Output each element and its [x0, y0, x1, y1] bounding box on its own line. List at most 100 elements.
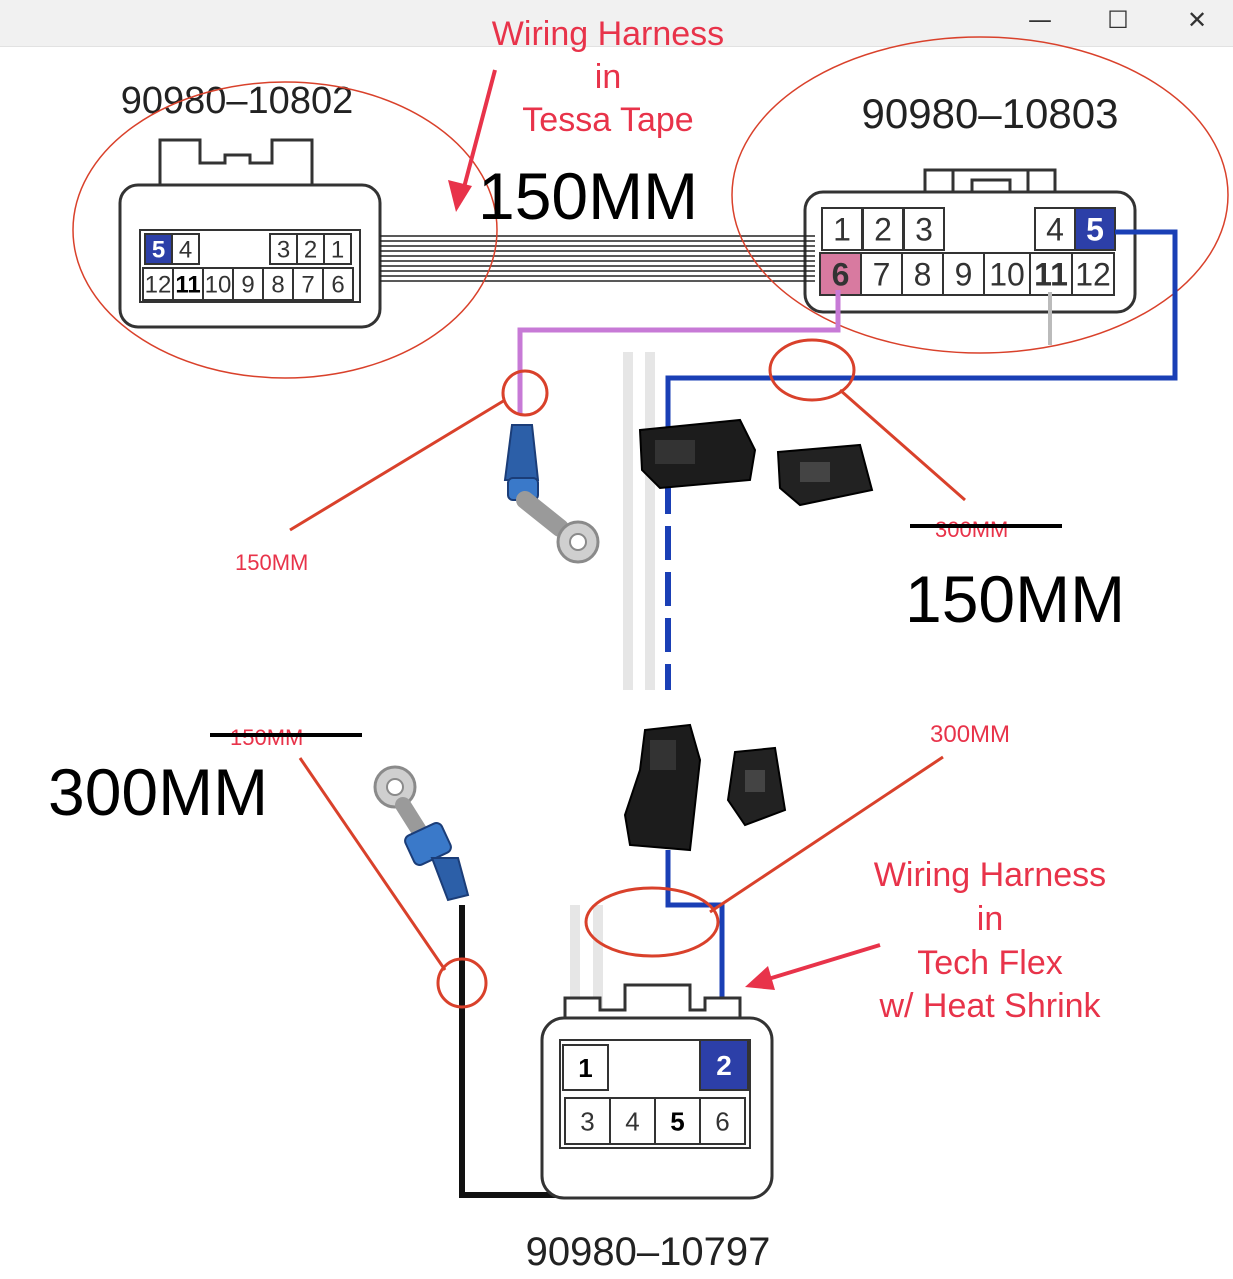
- pin-number: 8: [271, 272, 284, 299]
- pin-number: 1: [331, 237, 344, 264]
- close-icon[interactable]: ✕: [1186, 6, 1208, 34]
- pin-number: 5: [152, 237, 165, 264]
- connector-pin: 5: [144, 233, 173, 265]
- leader-lines: [289, 338, 966, 1009]
- connector-part-number: 90980–10802: [121, 80, 353, 122]
- note-line: in: [595, 58, 621, 96]
- maximize-icon[interactable]: ☐: [1107, 6, 1129, 34]
- connector-pin: 10: [202, 267, 234, 301]
- connector-pin: 2: [862, 207, 904, 251]
- connector-pin: 6: [699, 1097, 746, 1145]
- pin-number: 10: [989, 257, 1025, 293]
- note-line: w/ Heat Shrink: [878, 987, 1101, 1025]
- minimize-icon[interactable]: —: [1028, 6, 1052, 34]
- connector-pin: 1: [821, 207, 863, 251]
- connector-pin: 4: [609, 1097, 656, 1145]
- connector-pin: 7: [292, 267, 324, 301]
- plug-connector-pair-bottom: [623, 723, 787, 852]
- connector-pin: 1: [323, 233, 352, 265]
- pin-number: 1: [833, 212, 851, 248]
- pin-number: 4: [179, 237, 192, 264]
- pin-number: 12: [1075, 257, 1111, 293]
- connector-pin: 1: [562, 1044, 609, 1091]
- connector-pin: 6: [819, 252, 862, 296]
- connector-pin: 4: [1034, 207, 1076, 251]
- connector-pin: 10: [983, 252, 1031, 296]
- pin-number: 2: [304, 237, 317, 264]
- pin-number: 8: [914, 257, 932, 293]
- ring-terminal-top: [503, 424, 600, 564]
- connector-pin: 5: [1074, 207, 1116, 251]
- connector-pin: 8: [901, 252, 944, 296]
- pin-number: 7: [873, 257, 891, 293]
- pin-number: 10: [205, 272, 232, 299]
- pin-number: 5: [1086, 212, 1104, 248]
- window-titlebar: — ☐ ✕: [0, 0, 1233, 47]
- pin-number: 6: [331, 272, 344, 299]
- connector-pin: 3: [564, 1097, 611, 1145]
- struck-length-label: 150MM: [230, 725, 303, 750]
- top-length-label: 150MM: [478, 159, 698, 233]
- top-left-highlight-ellipse: [72, 81, 498, 379]
- pin-number: 9: [955, 257, 973, 293]
- connector-pin: 9: [942, 252, 985, 296]
- pin-number: 7: [301, 272, 314, 299]
- connector-pin: 3: [269, 233, 298, 265]
- connector-pin: 6: [322, 267, 354, 301]
- pin-number: 6: [715, 1106, 729, 1136]
- connector-pin: 3: [903, 207, 945, 251]
- arrow-icon-bottom: [745, 943, 881, 990]
- plug-connector-pair-top: [638, 418, 874, 507]
- pin-number: 4: [1046, 212, 1064, 248]
- pin-number: 11: [175, 272, 200, 299]
- bottom-right-length-label: 300MM: [930, 721, 1010, 748]
- ring-terminal-length-label: 150MM: [235, 550, 308, 575]
- top-right-highlight-ellipse: [731, 36, 1229, 354]
- pin-number: 3: [915, 212, 933, 248]
- left-length-label: 300MM: [48, 755, 268, 829]
- connector-part-number: 90980–10803: [862, 90, 1119, 137]
- pin-number: 12: [145, 272, 172, 299]
- connector-pin: 2: [699, 1039, 749, 1091]
- connector-pin: 2: [296, 233, 325, 265]
- pin-number: 2: [716, 1050, 732, 1081]
- connector-pin: 9: [232, 267, 264, 301]
- top-harness-wires: [380, 235, 815, 282]
- note-line: Wiring Harness: [492, 15, 724, 53]
- note-line: in: [977, 900, 1003, 938]
- arrow-icon-top: [448, 69, 497, 212]
- pin-number: 1: [578, 1053, 592, 1083]
- connector-pin: 12: [142, 267, 174, 301]
- right-length-label: 150MM: [905, 562, 1125, 636]
- connector-90980-10797: 1 2 3 4 5 6 90980–10797: [526, 983, 774, 1274]
- pin-number: 5: [670, 1106, 684, 1136]
- note-line: Tech Flex: [917, 944, 1063, 982]
- pin-number: 4: [625, 1106, 639, 1136]
- connector-pin: 11: [172, 267, 204, 301]
- connector-part-number: 90980–10797: [526, 1230, 771, 1274]
- struck-length-label: 300MM: [935, 517, 1008, 542]
- bottom-harness-note: Wiring Harness in Tech Flex w/ Heat Shri…: [874, 856, 1106, 1025]
- blue-wire-top: [665, 229, 1178, 440]
- pin-number: 3: [580, 1106, 594, 1136]
- pin-number: 6: [832, 257, 850, 293]
- note-line: Wiring Harness: [874, 856, 1106, 894]
- connector-pin: 12: [1071, 252, 1115, 296]
- pin-number: 2: [874, 212, 892, 248]
- blue-wire-bottom: [665, 850, 725, 1050]
- pin-number: 9: [241, 272, 254, 299]
- pin-number: 3: [277, 237, 290, 264]
- connector-pin: 7: [860, 252, 903, 296]
- connector-pin: 4: [171, 233, 200, 265]
- note-line: Tessa Tape: [522, 101, 693, 139]
- connector-pin: 5: [654, 1097, 701, 1145]
- pin-number: 11: [1034, 257, 1068, 293]
- ring-terminal-bottom: [373, 765, 470, 902]
- top-harness-note: Wiring Harness in Tessa Tape: [492, 15, 724, 139]
- connector-pin: 8: [262, 267, 294, 301]
- connector-pin: 11: [1029, 252, 1073, 296]
